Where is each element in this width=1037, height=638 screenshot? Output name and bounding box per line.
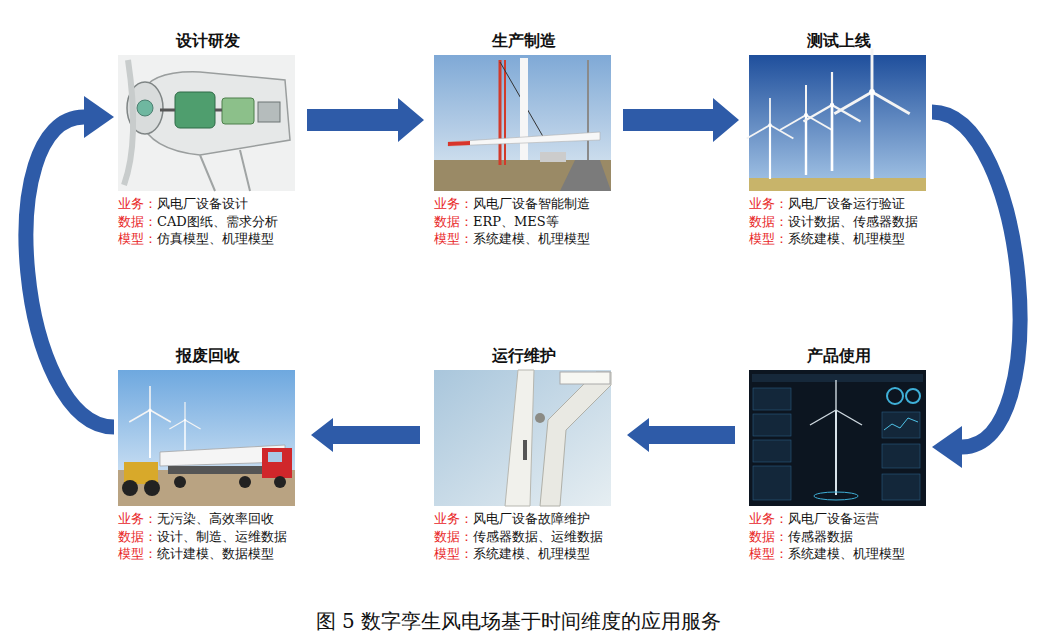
detail-value: 统计建模、数据模型 xyxy=(157,546,274,561)
arrow-shape xyxy=(932,426,962,468)
detail-value: 系统建模、机理模型 xyxy=(788,231,905,246)
stage-detail-row: 数据：CAD图纸、需求分析 xyxy=(118,213,297,231)
wind-farm-photo xyxy=(747,49,926,192)
detail-label: 数据： xyxy=(749,529,788,544)
detail-label: 业务： xyxy=(118,196,157,211)
flow-arrow xyxy=(311,418,420,452)
detail-label: 业务： xyxy=(434,511,473,526)
blade-installation-photo xyxy=(434,55,611,191)
detail-label: 模型： xyxy=(118,231,157,246)
stage-detail-row: 模型：统计建模、数据模型 xyxy=(118,545,297,563)
detail-label: 模型： xyxy=(118,546,157,561)
curved-arrow-shaft xyxy=(26,117,114,427)
image-slot xyxy=(118,369,297,510)
stage-detail-row: 业务：风电厂设备运营 xyxy=(749,510,928,528)
detail-label: 数据： xyxy=(434,214,473,229)
image-slot xyxy=(434,54,613,195)
stage-title: 运行维护 xyxy=(434,345,613,369)
stage-detail-row: 模型：系统建模、机理模型 xyxy=(749,545,928,563)
stage-node: 测试上线业务：风电厂设备运行验证数据：设计数据、传感器数据模型：系统建模、机理模… xyxy=(749,30,928,248)
nacelle-cutaway xyxy=(118,55,295,191)
detail-label: 模型： xyxy=(434,231,473,246)
stage-detail-row: 业务：风电厂设备设计 xyxy=(118,195,297,213)
detail-value: 系统建模、机理模型 xyxy=(473,231,590,246)
detail-label: 模型： xyxy=(434,546,473,561)
image-slot xyxy=(118,54,297,195)
stage-node: 生产制造业务：风电厂设备智能制造数据：ERP、MES等模型：系统建模、机理模型 xyxy=(434,30,613,248)
detail-label: 数据： xyxy=(118,214,157,229)
curved-arrow-shaft xyxy=(932,112,1020,447)
detail-value: 风电厂设备故障维护 xyxy=(473,511,590,526)
monitoring-dashboard xyxy=(749,370,926,506)
detail-value: 系统建模、机理模型 xyxy=(788,546,905,561)
detail-label: 数据： xyxy=(118,529,157,544)
flow-arrow xyxy=(307,98,424,142)
stage-detail-row: 数据：设计数据、传感器数据 xyxy=(749,213,928,231)
detail-value: 仿真模型、机理模型 xyxy=(157,231,274,246)
detail-value: 设计数据、传感器数据 xyxy=(788,214,918,229)
detail-label: 业务： xyxy=(749,196,788,211)
detail-value: 无污染、高效率回收 xyxy=(157,511,274,526)
detail-value: 设计、制造、运维数据 xyxy=(157,529,287,544)
stage-detail-row: 业务：风电厂设备运行验证 xyxy=(749,195,928,213)
detail-label: 模型： xyxy=(749,231,788,246)
stage-detail-row: 数据：传感器数据 xyxy=(749,528,928,546)
flow-arrow xyxy=(623,98,739,142)
detail-label: 数据： xyxy=(749,214,788,229)
stage-detail-row: 数据：设计、制造、运维数据 xyxy=(118,528,297,546)
arrow-shape xyxy=(623,98,739,142)
blade-transport-photo xyxy=(118,370,295,506)
detail-value: CAD图纸、需求分析 xyxy=(157,214,278,229)
detail-value: ERP、MES等 xyxy=(473,214,559,229)
detail-value: 传感器数据、运维数据 xyxy=(473,529,603,544)
detail-label: 数据： xyxy=(434,529,473,544)
stage-title: 设计研发 xyxy=(118,30,297,54)
image-slot xyxy=(749,369,928,510)
stage-detail-row: 模型：仿真模型、机理模型 xyxy=(118,230,297,248)
image-slot xyxy=(434,369,613,510)
stage-title: 生产制造 xyxy=(434,30,613,54)
arrow-shape xyxy=(307,98,424,142)
arrow-shape xyxy=(84,96,114,138)
detail-value: 系统建模、机理模型 xyxy=(473,546,590,561)
detail-label: 模型： xyxy=(749,546,788,561)
arrow-shape xyxy=(311,418,420,452)
stage-title: 测试上线 xyxy=(749,30,928,54)
stage-detail-row: 数据：传感器数据、运维数据 xyxy=(434,528,613,546)
detail-value: 风电厂设备设计 xyxy=(157,196,248,211)
detail-label: 业务： xyxy=(749,511,788,526)
image-slot xyxy=(749,54,928,195)
detail-label: 业务： xyxy=(118,511,157,526)
flow-arrow xyxy=(932,112,1020,468)
stage-detail-row: 模型：系统建模、机理模型 xyxy=(749,230,928,248)
tower-closeup-photo xyxy=(434,370,611,506)
stage-detail-row: 业务：风电厂设备故障维护 xyxy=(434,510,613,528)
detail-label: 业务： xyxy=(434,196,473,211)
stage-node: 报废回收业务：无污染、高效率回收数据：设计、制造、运维数据模型：统计建模、数据模… xyxy=(118,345,297,563)
stage-detail-row: 业务：无污染、高效率回收 xyxy=(118,510,297,528)
flow-arrow xyxy=(627,418,735,452)
detail-value: 传感器数据 xyxy=(788,529,853,544)
detail-value: 风电厂设备运营 xyxy=(788,511,879,526)
stage-title: 产品使用 xyxy=(749,345,928,369)
detail-value: 风电厂设备智能制造 xyxy=(473,196,590,211)
figure-caption: 图 5 数字孪生风电场基于时间维度的应用服务 xyxy=(0,608,1037,635)
stage-node: 运行维护业务：风电厂设备故障维护数据：传感器数据、运维数据模型：系统建模、机理模… xyxy=(434,345,613,563)
stage-title: 报废回收 xyxy=(118,345,297,369)
stage-detail-row: 数据：ERP、MES等 xyxy=(434,213,613,231)
stage-detail-row: 模型：系统建模、机理模型 xyxy=(434,545,613,563)
detail-value: 风电厂设备运行验证 xyxy=(788,196,905,211)
stage-detail-row: 业务：风电厂设备智能制造 xyxy=(434,195,613,213)
stage-node: 设计研发业务：风电厂设备设计数据：CAD图纸、需求分析模型：仿真模型、机理模型 xyxy=(118,30,297,248)
flow-arrow xyxy=(26,96,114,427)
stage-detail-row: 模型：系统建模、机理模型 xyxy=(434,230,613,248)
arrow-shape xyxy=(627,418,735,452)
stage-node: 产品使用业务：风电厂设备运营数据：传感器数据模型：系统建模、机理模型 xyxy=(749,345,928,563)
